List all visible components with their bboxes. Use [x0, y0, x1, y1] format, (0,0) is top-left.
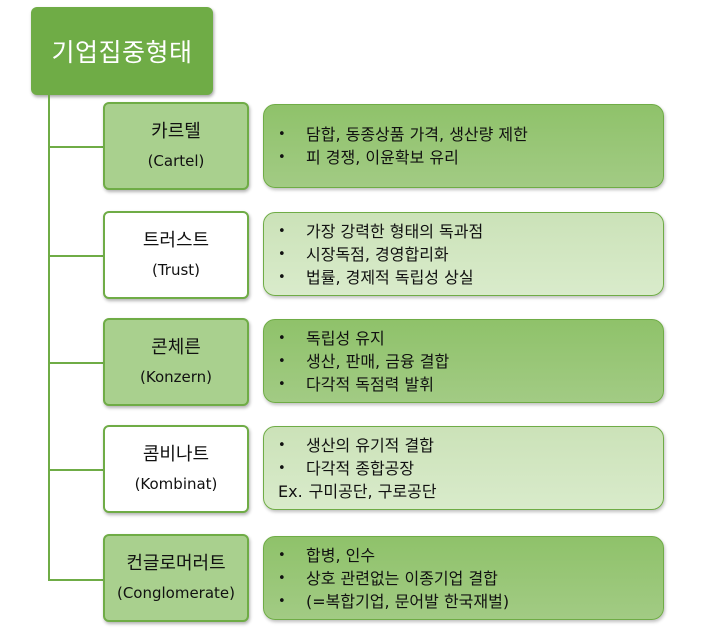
desc-text: 피 경쟁, 이윤확보 유리	[306, 148, 459, 167]
branch-line-cartel	[48, 146, 104, 148]
desc-item: • 다각적 종합공장	[278, 457, 663, 480]
desc-item: • 생산의 유기적 결합	[278, 434, 663, 457]
desc-text: (=복합기업, 문어발 한국재벌)	[306, 591, 510, 611]
branch-line-konzern	[48, 362, 104, 364]
bullet-icon: •	[278, 547, 286, 563]
desc-trust: • 가장 강력한 형태의 독과점 • 시장독점, 경영합리화 • 법률, 경제적…	[263, 212, 664, 296]
node-name-en: (Cartel)	[147, 152, 205, 171]
root-title: 기업집중형태	[51, 38, 193, 67]
node-name-ko: 콘체른	[151, 336, 201, 358]
desc-item: • 담합, 동종상품 가격, 생산량 제한	[278, 123, 663, 146]
desc-item: • 법률, 경제적 독립성 상실	[278, 266, 663, 289]
bullet-icon: •	[278, 330, 286, 346]
bullet-icon: •	[278, 593, 286, 609]
node-conglomerate: 컨글로머러트 (Conglomerate)	[103, 534, 249, 622]
desc-item: • 합병, 인수	[278, 544, 663, 567]
desc-text: 상호 관련없는 이종기업 결합	[306, 568, 498, 588]
node-name-ko: 트러스트	[142, 229, 210, 251]
desc-item: • 상호 관련없는 이종기업 결합	[278, 567, 663, 590]
bullet-icon: •	[278, 353, 286, 369]
root-title-box: 기업집중형태	[31, 7, 213, 95]
desc-text: 생산의 유기적 결합	[306, 435, 434, 455]
desc-text: 생산, 판매, 금융 결합	[306, 351, 450, 371]
desc-item: • 독립성 유지	[278, 327, 663, 350]
desc-item: Ex. 구미공단, 구로공단	[278, 480, 663, 503]
desc-item: • 다각적 독점력 발휘	[278, 373, 663, 396]
desc-text: 가장 강력한 형태의 독과점	[306, 221, 484, 241]
node-trust: 트러스트 (Trust)	[103, 211, 249, 299]
branch-line-conglomerate	[48, 579, 104, 581]
desc-item: • 가장 강력한 형태의 독과점	[278, 220, 663, 243]
desc-item: • (=복합기업, 문어발 한국재벌)	[278, 590, 663, 613]
desc-text: 독립성 유지	[306, 328, 385, 348]
node-name-en: (Konzern)	[140, 368, 212, 387]
desc-cartel: • 담합, 동종상품 가격, 생산량 제한 • 피 경쟁, 이윤확보 유리	[263, 104, 664, 188]
node-name-en: (Conglomerate)	[116, 584, 236, 603]
desc-text: 다각적 독점력 발휘	[306, 374, 434, 394]
bullet-icon: •	[278, 570, 286, 586]
node-name-ko: 컨글로머러트	[126, 552, 226, 574]
desc-text: 담합, 동종상품 가격, 생산량 제한	[306, 125, 528, 144]
branch-line-trust	[48, 255, 104, 257]
desc-conglomerate: • 합병, 인수 • 상호 관련없는 이종기업 결합 • (=복합기업, 문어발…	[263, 536, 664, 620]
desc-text: 다각적 종합공장	[306, 458, 415, 478]
node-name-ko: 콤비나트	[142, 443, 210, 465]
bullet-icon: •	[278, 127, 286, 142]
bullet-icon: •	[278, 460, 286, 476]
node-name-ko: 카르텔	[151, 120, 201, 142]
desc-item: • 생산, 판매, 금융 결합	[278, 350, 663, 373]
desc-text: 합병, 인수	[306, 545, 376, 565]
bullet-icon: •	[278, 376, 286, 392]
node-cartel: 카르텔 (Cartel)	[103, 102, 249, 190]
example-label: Ex.	[278, 481, 303, 501]
node-konzern: 콘체른 (Konzern)	[103, 318, 249, 406]
bullet-icon: •	[278, 246, 286, 262]
desc-item: • 시장독점, 경영합리화	[278, 243, 663, 266]
desc-kombinat: • 생산의 유기적 결합 • 다각적 종합공장 Ex. 구미공단, 구로공단	[263, 426, 664, 510]
desc-konzern: • 독립성 유지 • 생산, 판매, 금융 결합 • 다각적 독점력 발휘	[263, 319, 664, 403]
branch-line-kombinat	[48, 469, 104, 471]
desc-text: 법률, 경제적 독립성 상실	[306, 267, 474, 287]
desc-item: • 피 경쟁, 이윤확보 유리	[278, 146, 663, 169]
node-kombinat: 콤비나트 (Kombinat)	[103, 425, 249, 513]
node-name-en: (Kombinat)	[134, 475, 218, 494]
bullet-icon: •	[278, 150, 286, 165]
bullet-icon: •	[278, 223, 286, 239]
node-name-en: (Trust)	[151, 261, 201, 280]
desc-text: 구미공단, 구로공단	[308, 481, 437, 501]
bullet-icon: •	[278, 269, 286, 285]
tree-trunk-line	[48, 95, 50, 581]
desc-text: 시장독점, 경영합리화	[306, 244, 449, 264]
bullet-icon: •	[278, 437, 286, 453]
